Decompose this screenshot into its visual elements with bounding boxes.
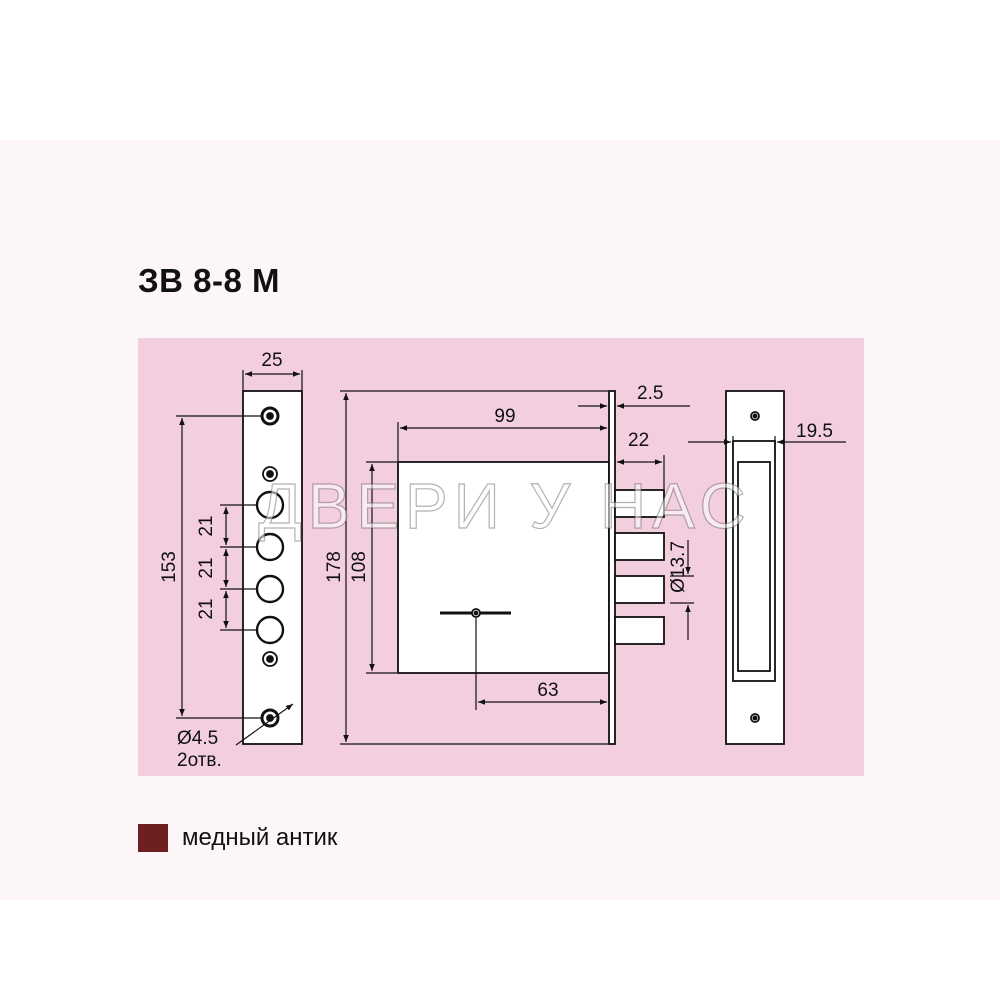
strike-dimensions: [688, 436, 846, 452]
lock-case: [397, 461, 610, 674]
strike-slot-inner: [737, 461, 771, 672]
dim-faceplate-thickness: 2.5: [637, 383, 663, 404]
strike-plate-view: [725, 390, 785, 745]
dim-case-height: 108: [349, 551, 370, 583]
faceplate-dimensions: [176, 370, 303, 746]
keyhole: [440, 608, 511, 618]
dim-strike-depth: 19.5: [796, 421, 833, 442]
small-hole: [262, 466, 278, 482]
dim-screw-count: 2отв.: [177, 750, 222, 771]
strike-screw-hole: [750, 411, 760, 421]
legend: медный антик: [138, 823, 337, 853]
dim-hole-spacing: 21: [196, 515, 217, 536]
watermark: ДВЕРИ У НАС: [258, 470, 751, 542]
faceplate-view: [242, 390, 303, 745]
dim-total-height: 178: [324, 551, 345, 583]
dim-hole-spacing: 21: [196, 557, 217, 578]
dim-hole-spacing: 21: [196, 598, 217, 619]
dim-screw-diameter: Ø4.5: [177, 728, 218, 749]
bolt: [614, 532, 665, 561]
drawing-panel: 25 153 21 21 21 Ø4.5 2отв.: [138, 338, 864, 776]
dim-bolt-projection: 22: [628, 430, 649, 451]
strike-screw-hole: [750, 713, 760, 723]
lock-body-dimensions: [340, 390, 694, 745]
dim-key-offset: 63: [537, 680, 558, 701]
faceplate-outline: [242, 390, 303, 745]
small-hole: [262, 651, 278, 667]
legend-swatch: [138, 824, 168, 852]
bolt: [614, 616, 665, 645]
dim-bolt-diameter: Ø13.7: [668, 541, 689, 593]
lock-body-view: [397, 390, 665, 745]
product-title: ЗВ 8-8 М: [138, 262, 281, 299]
dim-mount-span: 153: [159, 551, 180, 583]
dim-faceplate-width: 25: [261, 350, 282, 371]
bolt: [614, 575, 665, 604]
legend-label: медный антик: [182, 824, 338, 851]
lock-technical-drawing: 25 153 21 21 21 Ø4.5 2отв.: [159, 350, 846, 771]
bolt: [614, 489, 665, 518]
dim-backset: 99: [494, 406, 515, 427]
front-plate: [608, 390, 616, 745]
